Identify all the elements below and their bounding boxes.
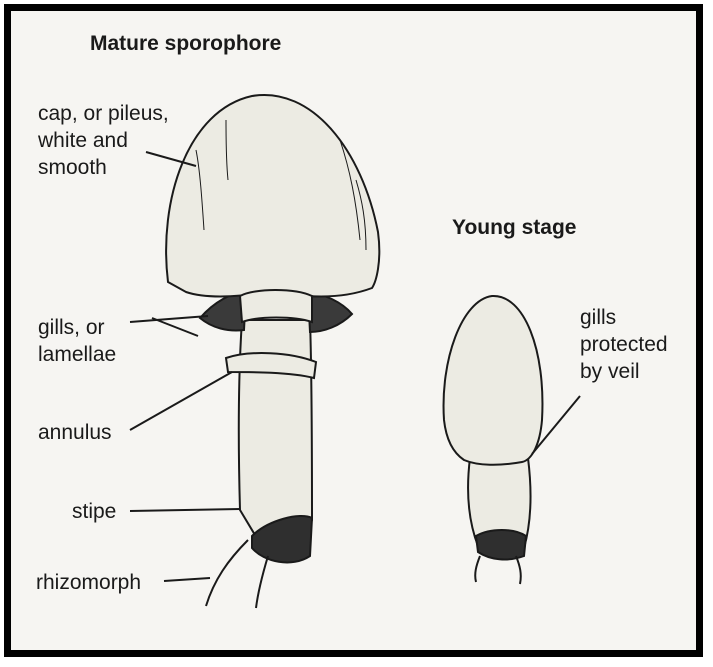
mature-rhizomorph-right	[256, 556, 268, 608]
gills-label: gills, or lamellae	[38, 314, 116, 368]
annulus-label: annulus	[38, 419, 112, 446]
gills-leader-upper	[130, 316, 208, 322]
mature-rhizomorph-left	[206, 540, 248, 606]
young-cap	[444, 296, 543, 465]
annulus-leader	[130, 372, 232, 430]
mature-gills-left	[200, 292, 246, 331]
rhizomorph-label: rhizomorph	[36, 569, 141, 596]
gills-leader-lower	[152, 318, 198, 336]
young-stage	[444, 296, 543, 584]
mature-sporophore-title: Mature sporophore	[90, 30, 281, 57]
mature-gills-right	[308, 292, 352, 332]
stipe-leader	[130, 509, 240, 511]
cap-label: cap, or pileus, white and smooth	[38, 100, 169, 181]
young-stage-title: Young stage	[452, 214, 576, 241]
mature-sporophore	[166, 95, 379, 608]
mature-cap	[166, 95, 379, 297]
young-base	[476, 530, 526, 559]
rhizomorph-leader	[164, 578, 210, 581]
stipe-label: stipe	[72, 498, 116, 525]
veil-label: gills protected by veil	[580, 304, 668, 385]
